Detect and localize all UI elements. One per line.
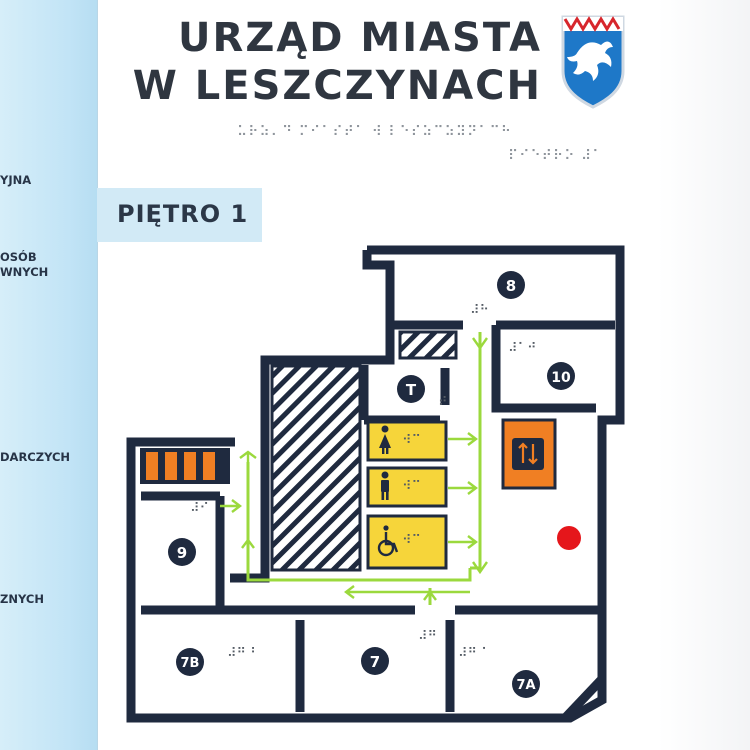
svg-text:⠼⠛ ⠁: ⠼⠛ ⠁ <box>458 646 491 661</box>
page-title: URZĄD MIASTA W LESZCZYNACH <box>132 15 542 109</box>
svg-text:⠺⠉: ⠺⠉ <box>402 479 421 494</box>
svg-text:7: 7 <box>370 653 380 671</box>
directory-panel: YJNA OSÓB WNYCH DARCZYCH ZNYCH <box>0 0 98 750</box>
directory-item: DARCZYCH <box>0 450 71 464</box>
floor-tab: PIĘTRO 1 <box>97 188 262 242</box>
svg-text:9: 9 <box>177 544 187 562</box>
title-braille: ⠥⠗⠵⠄⠙ ⠍⠊⠁⠎⠞⠁ ⠺ ⠇⠑⠎⠵⠉⠵⠽⠝⠁⠉⠓ <box>237 124 513 140</box>
title-braille: ⠏⠊⠑⠞⠗⠕ ⠼⠁ <box>508 148 604 164</box>
stairwell-block <box>270 364 362 572</box>
svg-text:⠼⠁⠚: ⠼⠁⠚ <box>508 341 537 356</box>
city-crest-icon <box>561 15 625 109</box>
svg-text:⠼⠛ ⠃: ⠼⠛ ⠃ <box>227 646 260 661</box>
braille-labels: ⠼⠓ ⠼⠁⠚ ⠞ ⠺⠉ ⠺⠉ ⠺⠉ ⠼⠊ ⠼⠛ ⠃ ⠼⠛ ⠼⠛ ⠁ <box>190 303 537 661</box>
svg-text:7B: 7B <box>181 656 200 671</box>
svg-text:⠼⠊: ⠼⠊ <box>190 501 209 516</box>
room-badge-10: 10 <box>547 362 575 390</box>
building-walls <box>126 245 625 723</box>
accessible-toilet-icon <box>377 525 399 557</box>
directory-item: ZNYCH <box>0 592 44 606</box>
svg-text:10: 10 <box>551 370 571 386</box>
room-badge-9: 9 <box>168 538 196 566</box>
stairs <box>140 448 230 484</box>
elevator-icon <box>518 442 538 465</box>
svg-text:T: T <box>406 381 417 399</box>
panel-edge <box>658 0 750 750</box>
svg-text:8: 8 <box>506 277 516 295</box>
room-badge-7: 7 <box>361 647 389 675</box>
directory-item: OSÓB WNYCH <box>0 250 49 279</box>
you-are-here-marker <box>557 526 581 550</box>
floor-label: PIĘTRO 1 <box>117 200 249 228</box>
svg-text:⠺⠉: ⠺⠉ <box>402 433 421 448</box>
room-badge-8: 8 <box>497 271 525 299</box>
room-badge-t: T <box>397 375 425 403</box>
room-badge-7a: 7A <box>512 670 540 698</box>
directory-item: YJNA <box>0 173 32 187</box>
stairwell-block <box>398 330 458 360</box>
men-toilet-icon <box>381 471 389 500</box>
svg-text:⠼⠛: ⠼⠛ <box>418 629 437 644</box>
svg-text:7A: 7A <box>516 678 535 693</box>
toilet-women <box>366 420 448 462</box>
elevator <box>501 418 557 490</box>
svg-text:⠞: ⠞ <box>438 395 448 410</box>
route-arrows <box>220 337 488 601</box>
svg-text:⠺⠉: ⠺⠉ <box>402 533 421 548</box>
svg-text:⠼⠓: ⠼⠓ <box>470 303 489 318</box>
wall <box>561 676 605 722</box>
women-toilet-icon <box>379 425 391 454</box>
room-badge-7b: 7B <box>176 648 204 676</box>
